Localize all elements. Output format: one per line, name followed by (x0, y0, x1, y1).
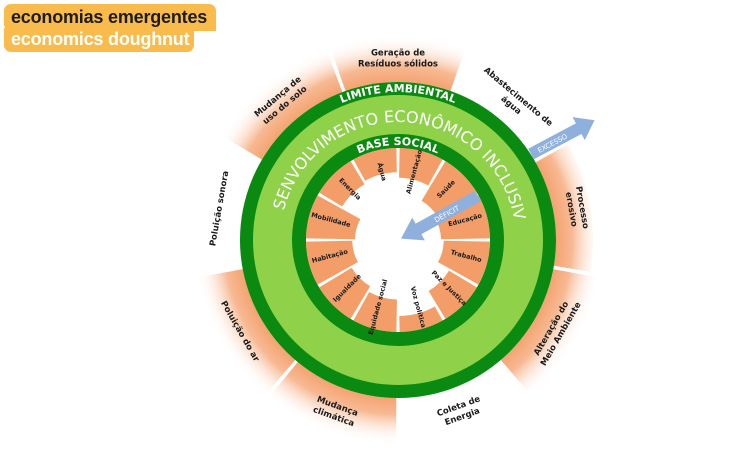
environmental-wedge (500, 269, 600, 396)
environmental-wedge (535, 144, 594, 272)
deficit-arrowhead-icon (401, 217, 425, 241)
social-wedge (421, 161, 477, 217)
social-wedge (399, 306, 443, 332)
social-wedge (438, 240, 490, 285)
badge-background-lower (4, 28, 194, 52)
badge-title: economias emergentes (11, 7, 208, 27)
social-wedge (428, 270, 477, 319)
environmental-wedge (186, 269, 296, 404)
environmental-wedges (186, 35, 600, 445)
social-wedges (306, 148, 490, 332)
badge-background (4, 4, 216, 31)
social-wedge (353, 148, 397, 181)
environmental-wedge (329, 35, 467, 91)
title-badge: economias emergentes economics doughnut (4, 4, 217, 52)
social-wedge (319, 267, 371, 319)
social-wedge (306, 240, 358, 285)
social-wedge (306, 195, 361, 240)
social-wedge (319, 161, 365, 207)
badge-subtitle: economics doughnut (11, 29, 190, 49)
environmental-label: Poluição sonora (208, 170, 231, 247)
social-wedge (399, 148, 443, 186)
social-wedge (353, 292, 397, 332)
excess-arrowhead-icon (572, 117, 595, 141)
environmental-wedge (221, 48, 343, 160)
social-wedge (435, 195, 490, 240)
environmental-wedge (267, 362, 397, 445)
environmental-label: Coleta deEnergia (436, 394, 486, 429)
